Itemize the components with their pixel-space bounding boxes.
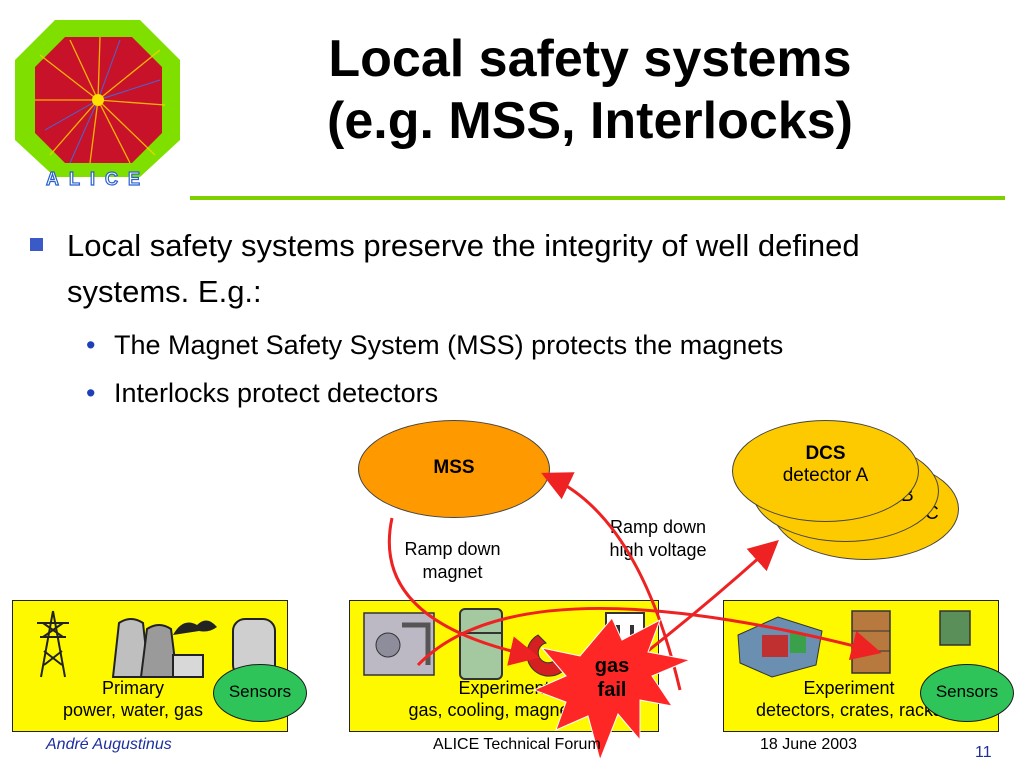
mss-label: MSS: [433, 457, 475, 478]
box-mid-line2: gas, cooling, magnet, ...: [408, 700, 600, 720]
title-line-1: Local safety systems: [328, 30, 852, 88]
sub-bullet-text: Interlocks protect detectors: [114, 378, 439, 408]
box-primary-line2: power, water, gas: [62, 700, 204, 720]
refrigerator-icon: [459, 608, 503, 680]
ramp-magnet-line1: Ramp down: [404, 539, 501, 559]
page-number: 11: [975, 744, 992, 761]
bullet-dot-icon: •: [86, 378, 96, 408]
box-primary-line1: Primary: [102, 678, 164, 698]
ramp-magnet-label: Ramp down magnet: [370, 538, 535, 584]
ramp-magnet-line2: magnet: [422, 562, 483, 582]
primary-services-icons: [37, 610, 276, 678]
footer-author: André Augustinus: [46, 736, 172, 753]
factory-icon: [111, 618, 217, 678]
square-bullet-icon: [30, 238, 43, 251]
footer-event: ALICE Technical Forum: [433, 736, 601, 753]
dcs-ellipse-a: DCS detector A: [732, 420, 919, 522]
ramp-hv-line1: Ramp down: [609, 517, 707, 537]
box-right-line2: detectors, crates, racks: [755, 700, 943, 720]
arrow-to-magnet: [387, 517, 540, 666]
sensors-right-label: Sensors: [935, 682, 999, 701]
arrow-to-mss: [541, 472, 682, 691]
detector-icon: [737, 616, 823, 678]
box-mid-line1: Experiment: [458, 678, 550, 698]
bullet-dot-icon: •: [86, 330, 96, 360]
sub-bullet-text: The Magnet Safety System (MSS) protects …: [114, 330, 784, 360]
sub-bullet-mss: • The Magnet Safety System (MSS) protect…: [86, 328, 986, 364]
gas-pipes-icon: [363, 612, 435, 676]
sensors-left: Sensors: [213, 664, 307, 722]
title-line-2: (e.g. MSS, Interlocks): [327, 92, 853, 150]
alice-logo: ALICE: [15, 20, 180, 190]
title-divider: [190, 196, 1005, 200]
gas-fail-burst-icon: [532, 617, 692, 762]
sub-bullet-interlocks: • Interlocks protect detectors: [86, 376, 986, 412]
alarm-line2: fail: [598, 679, 627, 701]
dcs-detector-label: detector A: [782, 465, 869, 486]
ramp-hv-line2: high voltage: [609, 540, 707, 560]
alarm-line1: gas: [595, 655, 629, 677]
sensors-left-label: Sensors: [228, 682, 292, 701]
box-primary-label: Primary power, water, gas: [13, 677, 253, 721]
sensors-right: Sensors: [920, 664, 1014, 722]
rack-icon: [939, 610, 971, 646]
slide-title: Local safety systems (e.g. MSS, Interloc…: [230, 28, 950, 152]
footer-date: 18 June 2003: [760, 736, 857, 753]
box-experiment-services-label: Experiment gas, cooling, magnet, ...: [350, 677, 658, 721]
dcs-title: DCS: [805, 443, 846, 464]
ramp-hv-label: Ramp down high voltage: [578, 516, 738, 562]
box-experiment-detectors-label: Experiment detectors, crates, racks: [724, 677, 974, 721]
logo-text: ALICE: [46, 169, 150, 189]
mss-ellipse: MSS: [358, 420, 550, 518]
arrow-to-detectors: [416, 607, 882, 667]
pylon-icon: [37, 610, 69, 678]
box-right-line1: Experiment: [803, 678, 895, 698]
main-bullet-text: Local safety systems preserve the integr…: [67, 228, 860, 309]
